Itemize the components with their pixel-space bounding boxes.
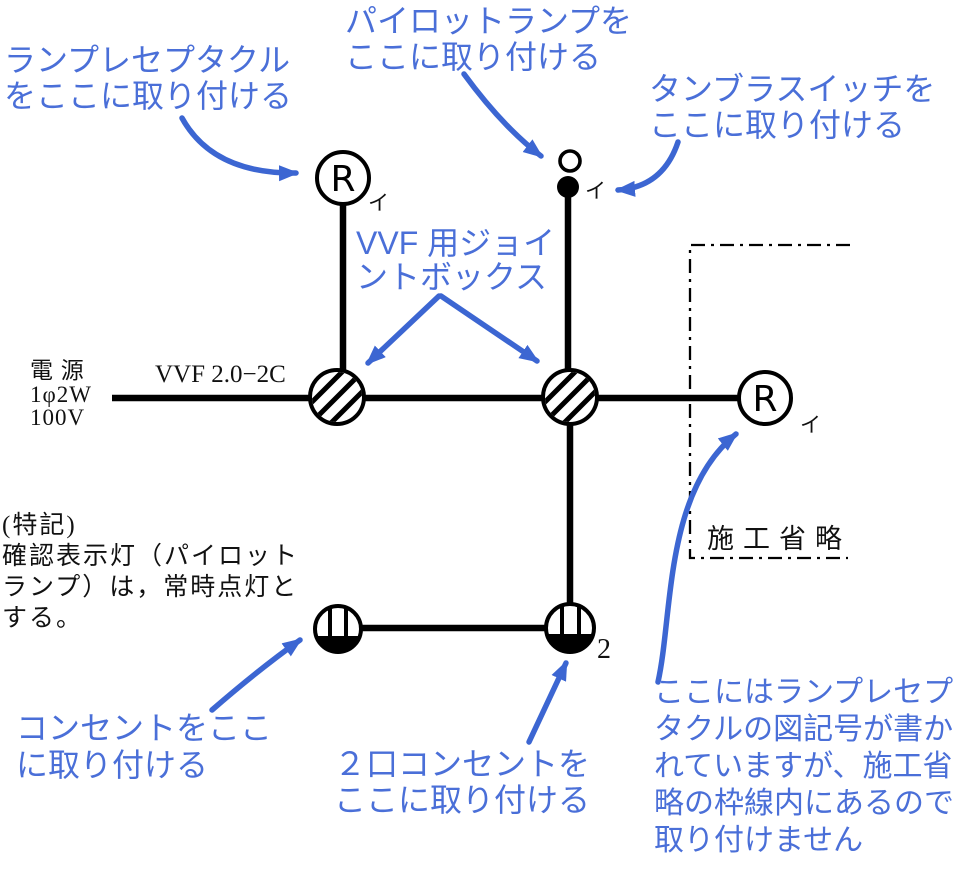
arrow-tumbler-switch xyxy=(615,139,681,197)
receptacle-letter: R xyxy=(330,159,355,200)
joint-box-left-hatch xyxy=(312,372,362,422)
cable-type-label: VVF 2.0−2C xyxy=(155,361,286,388)
arrow-joint-box-left xyxy=(365,293,442,366)
note-lamp-receptacle: ランプレセプタクル をここに取り付ける xyxy=(4,42,293,114)
outlet-count-label: 2 xyxy=(597,634,611,665)
construction-omitted-frame xyxy=(688,243,850,560)
construction-omitted-label: 施工省略 xyxy=(707,524,851,554)
arrow-pilot-lamp xyxy=(461,71,544,159)
note-tumbler-switch: タンブラスイッチを ここに取り付ける xyxy=(649,71,936,143)
tumbler-switch-symbol xyxy=(557,176,579,198)
power-source-label: 電 源 1φ2W 100V xyxy=(30,358,92,430)
note-omitted-receptacle: ここにはランプレセプ タクルの図記号が書か れていますが、施工省 略の枠線内にあ… xyxy=(654,676,954,857)
note-joint-box: VVF 用ジョイ ントボックス xyxy=(356,225,556,295)
pilot-lamp-symbol xyxy=(558,149,582,173)
outlet-symbol-single xyxy=(313,604,363,654)
note-outlet: コンセントをここ に取り付ける xyxy=(16,710,273,783)
arrow-omitted-receptacle xyxy=(655,431,739,685)
lamp-receptacle-symbol-right xyxy=(737,370,793,426)
arrow-outlet xyxy=(209,637,303,713)
circuit-mark-switch: イ xyxy=(585,179,606,203)
lamp-receptacle-symbol-top xyxy=(315,150,371,206)
note-pilot-lamp: パイロットランプを ここに取り付ける xyxy=(345,3,633,75)
outlet-symbol-double xyxy=(544,602,596,654)
note-double-outlet: ２口コンセントを ここに取り付ける xyxy=(334,746,591,818)
special-note: (特記) 確認表示灯（パイロット ランプ）は，常時点灯と する。 xyxy=(2,512,300,632)
arrow-lamp-receptacle xyxy=(179,115,299,182)
joint-box-right-hatch xyxy=(545,372,595,422)
receptacle-letter: R xyxy=(752,379,777,420)
circuit-mark-top-receptacle: イ xyxy=(368,191,389,215)
arrow-joint-box-right xyxy=(438,293,540,364)
arrow-double-outlet xyxy=(526,660,569,745)
circuit-mark-right-receptacle: イ xyxy=(800,413,821,437)
